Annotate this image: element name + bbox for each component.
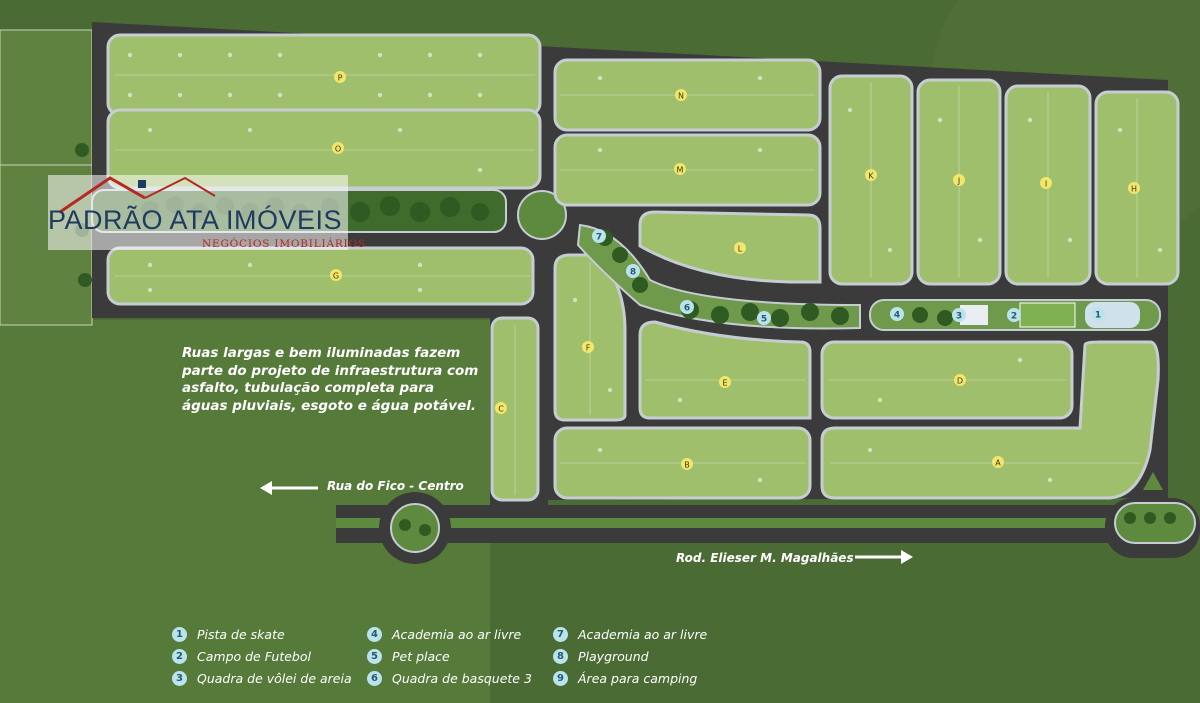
legend-number: 1 <box>172 626 187 642</box>
block-label-p: P <box>334 71 346 83</box>
infrastructure-line: águas pluviais, esgoto e água potável. <box>182 397 476 414</box>
svg-text:A: A <box>995 459 1001 468</box>
legend-number: 7 <box>553 626 568 642</box>
amenity-markers: 1 2 3 4 5 6 7 8 <box>592 229 1105 325</box>
block-label-h: H <box>1128 182 1140 194</box>
block-label-m: M <box>674 163 686 175</box>
block-label-a: A <box>992 456 1004 468</box>
arrow-left-icon <box>260 481 318 495</box>
svg-text:1: 1 <box>1095 311 1101 321</box>
legend-number: 2 <box>172 648 187 664</box>
legend-label: Área para camping <box>578 670 698 686</box>
road-label-rodovia: Rod. Elieser M. Magalhães <box>676 551 854 565</box>
block-label-c: C <box>495 402 507 414</box>
svg-text:4: 4 <box>894 311 900 321</box>
legend-label: Pet place <box>392 648 450 664</box>
svg-text:8: 8 <box>630 268 636 278</box>
legend-number: 6 <box>367 670 382 686</box>
roundabout-center <box>517 190 567 240</box>
block-labels: A B C D E F G H I J K L M N O P <box>330 71 1140 470</box>
legend-number: 4 <box>367 626 382 642</box>
brand-tagline: NEGÓCIOS IMOBILIÁRIOS <box>202 238 366 250</box>
central-park <box>576 223 861 330</box>
svg-text:F: F <box>586 344 591 353</box>
block-label-l: L <box>734 242 746 254</box>
legend-number: 8 <box>553 648 568 664</box>
brand-name: PADRÃO ATA IMÓVEIS <box>48 205 343 235</box>
infrastructure-line: parte do projeto de infraestrutura com <box>182 362 479 379</box>
legend-number: 3 <box>172 670 187 686</box>
legend-item: 4 Academia ao ar livre <box>367 625 521 643</box>
svg-text:L: L <box>738 245 743 254</box>
amenity-marker-2: 2 <box>1007 308 1021 322</box>
amenity-marker-6: 6 <box>680 300 694 314</box>
block-label-g: G <box>330 269 342 281</box>
legend-label: Academia ao ar livre <box>392 626 522 642</box>
legend-label: Academia ao ar livre <box>578 626 708 642</box>
highway-median <box>336 518 1168 528</box>
legend-item: 7 Academia ao ar livre <box>553 625 707 643</box>
block-label-f: F <box>582 341 594 353</box>
svg-text:3: 3 <box>956 312 962 322</box>
block-label-d: D <box>954 374 966 386</box>
legend-item: 1 Pista de skate <box>172 625 285 643</box>
svg-text:B: B <box>684 461 690 470</box>
legend-label: Quadra de vôlei de areia <box>197 670 352 686</box>
legend-number: 9 <box>553 670 568 686</box>
infrastructure-line: asfalto, tubulação completa para <box>182 380 435 396</box>
svg-text:6: 6 <box>684 304 690 314</box>
legend-label: Pista de skate <box>197 626 285 642</box>
svg-text:N: N <box>678 92 684 101</box>
soccer-field <box>1019 302 1076 328</box>
svg-text:2: 2 <box>1011 312 1017 322</box>
amenity-marker-7: 7 <box>592 229 606 243</box>
house-logo-icon <box>59 176 216 214</box>
legend-item: 6 Quadra de basquete 3 <box>367 669 532 687</box>
legend-label: Quadra de basquete 3 <box>392 670 532 686</box>
infrastructure-text: Ruas largas e bem iluminadas fazem parte… <box>182 345 482 415</box>
block-label-i: I <box>1040 177 1052 189</box>
svg-text:M: M <box>677 166 684 175</box>
legend-label: Campo de Futebol <box>197 648 311 664</box>
svg-text:K: K <box>868 172 874 181</box>
svg-text:J: J <box>957 177 960 186</box>
legend-item: 5 Pet place <box>367 647 450 665</box>
svg-text:E: E <box>722 379 727 388</box>
block-label-o: O <box>332 142 344 154</box>
amenity-marker-4: 4 <box>890 307 904 321</box>
block-label-k: K <box>865 169 877 181</box>
volleyball-court <box>960 305 988 325</box>
amenity-marker-3: 3 <box>952 308 966 322</box>
block-label-e: E <box>719 376 731 388</box>
legend-item: 2 Campo de Futebol <box>172 647 311 665</box>
svg-text:7: 7 <box>596 233 602 243</box>
svg-text:H: H <box>1131 185 1137 194</box>
svg-text:P: P <box>338 74 343 83</box>
legend-item: 3 Quadra de vôlei de areia <box>172 669 352 687</box>
legend-label: Playground <box>578 648 649 664</box>
arrow-right-icon <box>855 550 913 564</box>
legend-number: 5 <box>367 648 382 664</box>
block-label-j: J <box>953 174 965 186</box>
infrastructure-line: Ruas largas e bem iluminadas fazem <box>182 345 461 361</box>
legend-item: 8 Playground <box>553 647 649 665</box>
road-label-rua-do-fico: Rua do Fico - Centro <box>327 479 464 493</box>
block-label-b: B <box>681 458 693 470</box>
amenity-marker-8: 8 <box>626 264 640 278</box>
amenity-marker-5: 5 <box>757 311 771 325</box>
legend-item: 9 Área para camping <box>553 669 697 687</box>
lot-number-dots <box>127 52 1163 483</box>
svg-text:5: 5 <box>761 315 767 325</box>
amenity-marker-1: 1 <box>1091 307 1105 321</box>
svg-text:O: O <box>335 145 341 154</box>
svg-text:D: D <box>957 377 963 386</box>
svg-text:C: C <box>498 405 504 414</box>
svg-text:G: G <box>333 272 339 281</box>
block-label-n: N <box>675 89 687 101</box>
svg-text:I: I <box>1045 180 1047 189</box>
